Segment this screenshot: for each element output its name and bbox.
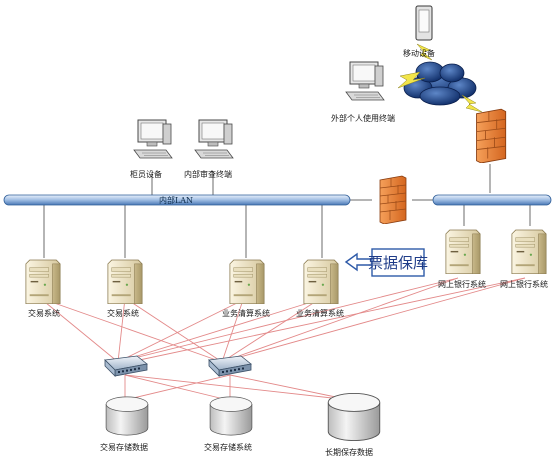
database-icon <box>105 396 149 436</box>
label-counter-device: 柜员设备 <box>130 169 162 179</box>
label-online-banking: 网上银行系统 <box>500 279 548 289</box>
red-connections <box>39 277 526 401</box>
label-clearing-system: 业务清算系统 <box>296 308 344 318</box>
label-clearing-system: 业务清算系统 <box>222 308 270 318</box>
label-trading-system: 交易系统 <box>28 308 60 318</box>
server-icon <box>229 259 265 304</box>
label-mobile-device: 移动设备 <box>403 48 435 58</box>
mobile-device-icon <box>415 5 433 41</box>
label-external-terminal: 外部个人使用终端 <box>331 113 395 123</box>
server-icon <box>511 229 547 274</box>
firewall-icon <box>476 108 507 163</box>
internal-lan-bus: 内部LAN <box>3 194 351 206</box>
callout-text: 票据保库 <box>368 254 428 272</box>
network-switch-icon <box>208 355 252 377</box>
bus-label: 内部LAN <box>159 195 193 205</box>
firewall-icon <box>379 175 407 224</box>
database-icon <box>327 393 381 441</box>
callout-box: 票据保库 <box>368 248 428 277</box>
label-trade-storage-system: 交易存储系统 <box>204 442 252 452</box>
server-icon <box>445 229 481 274</box>
bus-drop-lines <box>43 164 531 258</box>
label-internal-audit: 内部审查终端 <box>184 169 232 179</box>
dmz-bus <box>432 194 552 206</box>
label-trade-storage-data: 交易存储数据 <box>100 442 148 452</box>
server-icon <box>25 259 61 304</box>
database-icon <box>209 396 253 436</box>
server-icon <box>303 259 339 304</box>
label-trading-system: 交易系统 <box>107 308 139 318</box>
external-terminal-pc-icon <box>345 61 385 101</box>
label-long-term-data: 长期保存数据 <box>325 447 373 457</box>
server-icon <box>107 259 143 304</box>
label-online-banking: 网上银行系统 <box>438 279 486 289</box>
internal-audit-pc-icon <box>194 119 234 159</box>
lightning-icon <box>397 43 483 113</box>
internet-cloud-icon <box>403 61 477 106</box>
network-switch-icon <box>104 355 148 377</box>
counter-device-pc-icon <box>133 119 173 159</box>
